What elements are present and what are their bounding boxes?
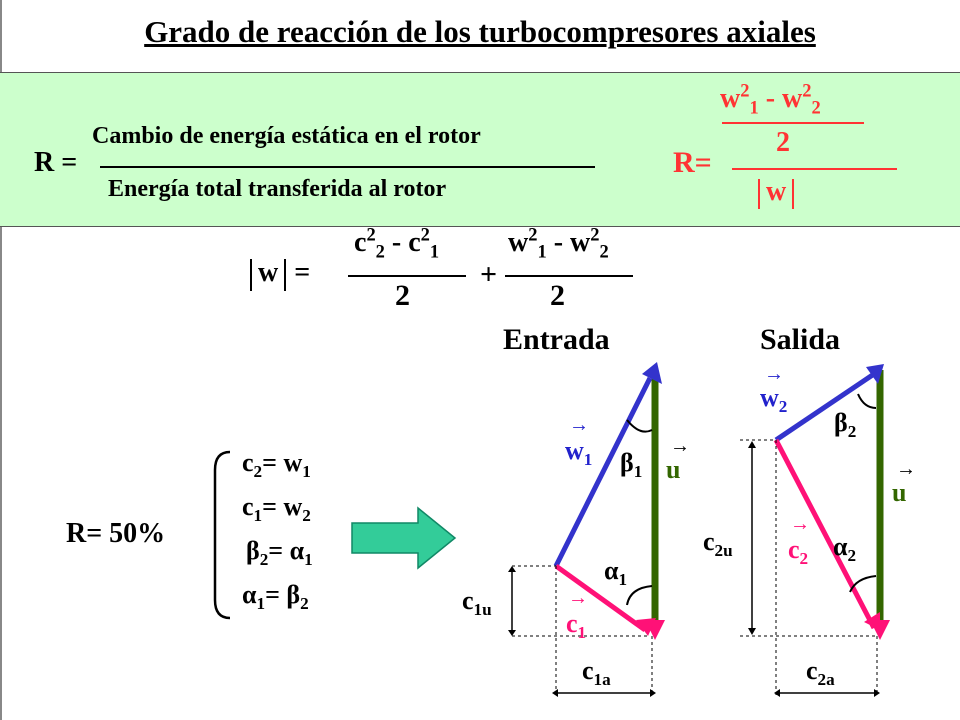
label-alpha1: α1 (604, 556, 628, 590)
beta1-arc (626, 419, 653, 433)
w-formula-plus: + (480, 258, 498, 291)
definition-lhs: R = (34, 147, 78, 178)
alpha1-arc (626, 585, 653, 606)
definition-fraction-bar (100, 166, 595, 168)
r-formula-inner-bar (722, 122, 864, 124)
w2-vector (774, 371, 876, 443)
label-c2: → c2 (788, 513, 810, 569)
condition-line-2: c1= w2 (242, 492, 311, 526)
alpha2-arc (849, 575, 877, 593)
w-formula-term2-denominator: 2 (550, 279, 565, 312)
label-c1u: c1u (462, 586, 492, 620)
r-formula-outer-bar (732, 168, 897, 170)
w-formula-term2-numerator: w21 - w22 (508, 224, 609, 262)
r-formula-two: 2 (776, 127, 790, 158)
label-beta2: β2 (834, 408, 857, 442)
r-formula-abs-w: w (758, 176, 795, 209)
w-formula-term1-numerator: c22 - c21 (354, 224, 440, 262)
w-formula-term1-denominator: 2 (395, 279, 410, 312)
label-u-entrada: → u (666, 435, 690, 484)
label-beta1: β1 (620, 448, 643, 482)
condition-line-1: c2= w1 (242, 448, 311, 482)
label-c2a: c2a (806, 656, 835, 690)
implies-arrow (351, 506, 457, 570)
label-w2: → w2 (760, 363, 788, 417)
page-title: Grado de reacción de los turbocompresore… (144, 14, 816, 49)
left-border (0, 0, 2, 720)
r-formula-numerator: w21 - w22 (720, 80, 821, 118)
label-c1a: c1a (582, 656, 611, 690)
beta2-arc (857, 393, 877, 409)
w-formula-term2-bar (505, 275, 633, 277)
r-formula-lhs: R= (673, 146, 712, 179)
label-entrada: Entrada (503, 323, 610, 356)
definition-numerator: Cambio de energía estática en el rotor (92, 123, 481, 149)
definition-band (0, 72, 960, 227)
label-c1: → c1 (566, 587, 588, 643)
label-w1: → w1 (565, 414, 593, 470)
label-salida: Salida (760, 323, 841, 356)
w-formula-term1-bar (348, 275, 466, 277)
label-alpha2: α2 (833, 532, 857, 566)
definition-denominator: Energía total transferida al rotor (108, 176, 447, 202)
label-c2u: c2u (703, 527, 733, 561)
condition-line-4: α1= β2 (242, 580, 309, 614)
label-u-salida: → u (892, 458, 916, 507)
condition-line-3: β2= α1 (246, 536, 313, 570)
condition-lhs: R= 50% (66, 518, 166, 549)
w-formula-lhs: w= (250, 257, 310, 291)
